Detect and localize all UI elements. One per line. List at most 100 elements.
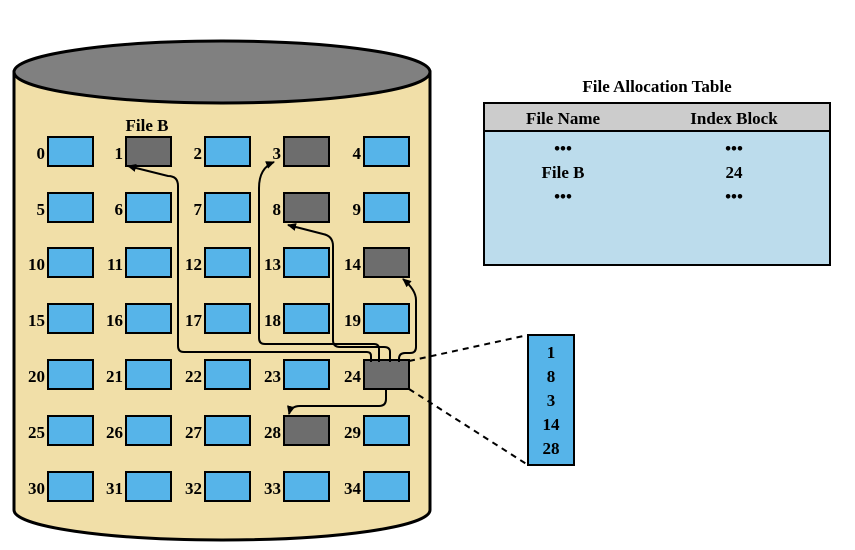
fat-cell-index-block: ••• xyxy=(725,139,743,158)
disk-block-number-27: 27 xyxy=(185,423,203,442)
index-entry: 3 xyxy=(547,391,556,410)
disk-block-number-14: 14 xyxy=(344,255,362,274)
disk-block-number-7: 7 xyxy=(194,200,203,219)
index-block-entries: 1 8 3 14 28 xyxy=(543,343,561,458)
pointer-arrow-to-block-3 xyxy=(258,161,380,362)
disk-block-6 xyxy=(125,192,172,223)
index-pointer-arrows xyxy=(127,161,417,415)
index-zoom-lines xyxy=(408,334,529,466)
disk-top xyxy=(12,39,432,105)
index-block-box xyxy=(527,334,575,466)
disk-block-22 xyxy=(204,359,251,390)
disk-block-number-25: 25 xyxy=(28,423,45,442)
disk-block-33 xyxy=(283,471,330,502)
fat-header-file-name: File Name xyxy=(526,109,601,128)
pointer-arrow-to-block-1 xyxy=(127,164,372,362)
disk-block-5 xyxy=(47,192,94,223)
fat-cell-file-name: ••• xyxy=(554,187,572,206)
fat-header xyxy=(483,102,831,132)
disk-block-24 xyxy=(363,359,410,390)
disk-block-26 xyxy=(125,415,172,446)
index-entry: 28 xyxy=(543,439,560,458)
index-entry: 8 xyxy=(547,367,556,386)
disk-block-number-23: 23 xyxy=(264,367,281,386)
disk-block-29 xyxy=(363,415,410,446)
disk-block-10 xyxy=(47,247,94,278)
disk-block-number-19: 19 xyxy=(344,311,361,330)
disk-block-number-4: 4 xyxy=(353,144,362,163)
disk-block-0 xyxy=(47,136,94,167)
disk-block-number-24: 24 xyxy=(344,367,362,386)
disk-block-28 xyxy=(283,415,330,446)
disk-block-number-34: 34 xyxy=(344,479,362,498)
disk-block-number-16: 16 xyxy=(106,311,123,330)
disk-block-20 xyxy=(47,359,94,390)
disk-block-34 xyxy=(363,471,410,502)
disk-block-number-26: 26 xyxy=(106,423,123,442)
disk-block-number-30: 30 xyxy=(28,479,45,498)
disk-block-16 xyxy=(125,303,172,334)
disk-block-1 xyxy=(125,136,172,167)
disk-block-32 xyxy=(204,471,251,502)
file-b-label: File B xyxy=(126,116,169,135)
disk-block-number-8: 8 xyxy=(273,200,282,219)
disk-block-number-10: 10 xyxy=(28,255,45,274)
pointer-arrow-to-block-28 xyxy=(287,389,387,415)
disk-block-2 xyxy=(204,136,251,167)
disk-block-number-22: 22 xyxy=(185,367,202,386)
fat-header-index-block: Index Block xyxy=(690,109,778,128)
disk-cylinder xyxy=(12,39,432,542)
index-entry: 1 xyxy=(547,343,556,362)
pointer-arrow-to-block-14 xyxy=(398,278,417,362)
fat-cell-file-name: File B xyxy=(542,163,585,182)
disk-block-number-21: 21 xyxy=(106,367,123,386)
disk-block-number-28: 28 xyxy=(264,423,281,442)
disk-block-number-6: 6 xyxy=(115,200,124,219)
disk-block-number-33: 33 xyxy=(264,479,281,498)
disk-block-30 xyxy=(47,471,94,502)
disk-block-7 xyxy=(204,192,251,223)
fat-cell-file-name: ••• xyxy=(554,139,572,158)
disk-block-17 xyxy=(204,303,251,334)
pointer-arrow-to-block-8 xyxy=(287,223,391,362)
disk-block-number-32: 32 xyxy=(185,479,202,498)
index-entry: 14 xyxy=(543,415,561,434)
disk-block-9 xyxy=(363,192,410,223)
disk-block-8 xyxy=(283,192,330,223)
fat-cell-index-block: ••• xyxy=(725,187,743,206)
disk-block-13 xyxy=(283,247,330,278)
zoom-line-bottom xyxy=(408,388,529,466)
fat-title: File Allocation Table xyxy=(582,77,732,96)
disk-block-31 xyxy=(125,471,172,502)
fat-rows: ••• ••• File B 24 ••• ••• xyxy=(542,139,743,206)
disk-block-15 xyxy=(47,303,94,334)
disk-block-3 xyxy=(283,136,330,167)
disk-block-number-29: 29 xyxy=(344,423,361,442)
disk-block-14 xyxy=(363,247,410,278)
disk-block-11 xyxy=(125,247,172,278)
zoom-line-top xyxy=(408,334,529,362)
disk-block-number-18: 18 xyxy=(264,311,281,330)
fat-cell-index-block: 24 xyxy=(726,163,744,182)
file-allocation-table: File Allocation Table File Name Index Bl… xyxy=(483,77,831,266)
disk-block-number-15: 15 xyxy=(28,311,45,330)
disk-block-number-20: 20 xyxy=(28,367,45,386)
disk-block-23 xyxy=(283,359,330,390)
disk-block-number-17: 17 xyxy=(185,311,203,330)
disk-block-number-2: 2 xyxy=(194,144,203,163)
disk-block-number-0: 0 xyxy=(37,144,46,163)
disk-block-number-12: 12 xyxy=(185,255,202,274)
disk-block-number-13: 13 xyxy=(264,255,281,274)
disk-block-number-31: 31 xyxy=(106,479,123,498)
disk-block-12 xyxy=(204,247,251,278)
disk-block-27 xyxy=(204,415,251,446)
disk-block-number-5: 5 xyxy=(37,200,46,219)
disk-block-number-1: 1 xyxy=(115,144,124,163)
disk-block-4 xyxy=(363,136,410,167)
disk-block-number-11: 11 xyxy=(107,255,123,274)
disk-block-21 xyxy=(125,359,172,390)
disk-block-25 xyxy=(47,415,94,446)
disk-block-19 xyxy=(363,303,410,334)
